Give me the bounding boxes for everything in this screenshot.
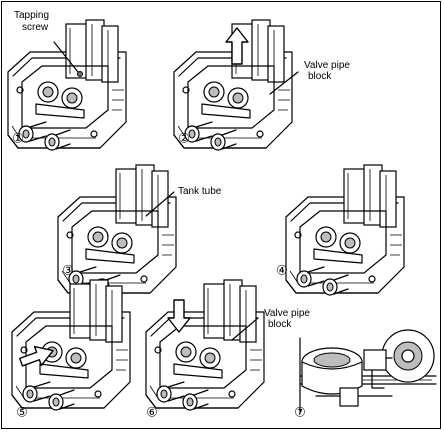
valve-pipe-block-label-b-line2: block (268, 319, 292, 330)
step-number-6: ⑥ (146, 405, 158, 420)
tapping-screw-label: Tapping (14, 10, 49, 21)
valve-pipe-block-label-line2: block (308, 71, 332, 82)
step-4-panel (285, 164, 405, 296)
step-number-4: ④ (276, 263, 288, 278)
up-arrow-icon (225, 27, 249, 65)
right-arrow-icon (19, 345, 54, 367)
down-arrow-icon (167, 299, 191, 333)
valve-pipe-block-label-b: Valve pipe (264, 308, 310, 319)
step-7-panel (299, 329, 437, 413)
valve-pipe-block-leader (231, 317, 259, 341)
step-number-5: ⑤ (16, 405, 28, 420)
tank-tube-leader (145, 191, 175, 217)
valve-pipe-block-label: Valve pipe (304, 60, 350, 71)
step-6-panel (145, 279, 265, 411)
step-3-panel (57, 164, 177, 296)
step-number-1: ① (12, 131, 24, 146)
step-number-2: ② (178, 131, 190, 146)
valve-pipe-block-leader (269, 71, 299, 95)
step-number-3: ③ (62, 263, 74, 278)
tapping-screw-icon (77, 71, 83, 77)
step-number-7: ⑦ (294, 405, 306, 420)
step-2-panel (173, 19, 299, 151)
tapping-screw-label-line2: screw (22, 22, 49, 33)
step-1-panel (7, 19, 127, 151)
tapping-screw-leader (53, 41, 79, 73)
tank-tube-label: Tank tube (178, 186, 222, 197)
step-5-panel (11, 279, 131, 411)
